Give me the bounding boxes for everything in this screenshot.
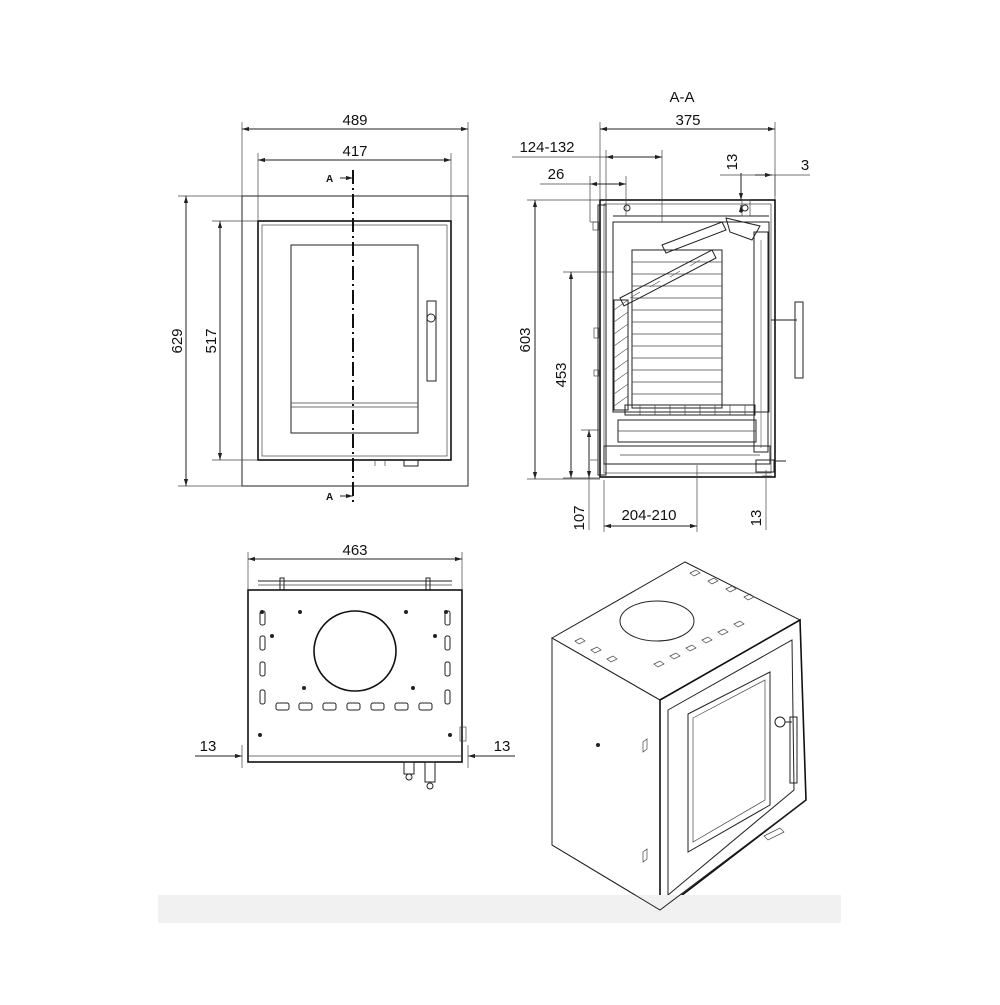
iso-flue (619, 600, 695, 642)
dim-height-inner: 453 (553, 362, 570, 387)
flue-opening (313, 610, 397, 692)
ground-strip (158, 895, 841, 923)
iso-side-face (551, 637, 661, 911)
dim-base-13: 13 (748, 510, 765, 527)
front-view: A A 489 417 629 517 (169, 112, 469, 505)
dim-height: 603 (517, 327, 534, 352)
dim-top-width: 463 (342, 542, 367, 559)
front-door-body (257, 220, 452, 461)
front-glass (290, 244, 419, 434)
section-view: A-A (512, 89, 810, 532)
firebrick-panel (631, 249, 723, 409)
dim-height-outer: 629 (169, 328, 186, 353)
isometric-view (550, 561, 807, 914)
firebox (612, 221, 770, 413)
top-plate (247, 589, 463, 763)
dim-base-range: 204-210 (621, 507, 676, 524)
front-outer-frame (241, 195, 469, 487)
dim-width-outer: 489 (342, 112, 367, 129)
dim-height-inner: 517 (203, 328, 220, 353)
dim-depth-range: 124-132 (519, 139, 574, 156)
section-handle (794, 301, 804, 379)
iso-glass (687, 671, 771, 853)
dim-top-left-13: 13 (200, 738, 217, 755)
dim-offset-13-top: 13 (724, 154, 741, 171)
dim-offset-3: 3 (801, 157, 809, 174)
section-marker-bottom: A (326, 492, 333, 503)
section-title: A-A (669, 89, 694, 106)
top-view: 463 13 13 (195, 542, 515, 790)
dim-top-right-13: 13 (494, 738, 511, 755)
dim-offset-26: 26 (548, 166, 565, 183)
baffle (619, 249, 717, 307)
iso-front-frame (659, 618, 807, 914)
iso-handle (789, 716, 798, 784)
dim-base-107: 107 (571, 505, 588, 530)
section-outer-shell (599, 199, 776, 478)
grate (624, 404, 756, 416)
dim-width-inner: 417 (342, 143, 367, 160)
section-marker-top: A (326, 174, 333, 185)
dim-depth: 375 (675, 112, 700, 129)
front-handle (426, 300, 437, 382)
iso-top-face (550, 561, 802, 701)
